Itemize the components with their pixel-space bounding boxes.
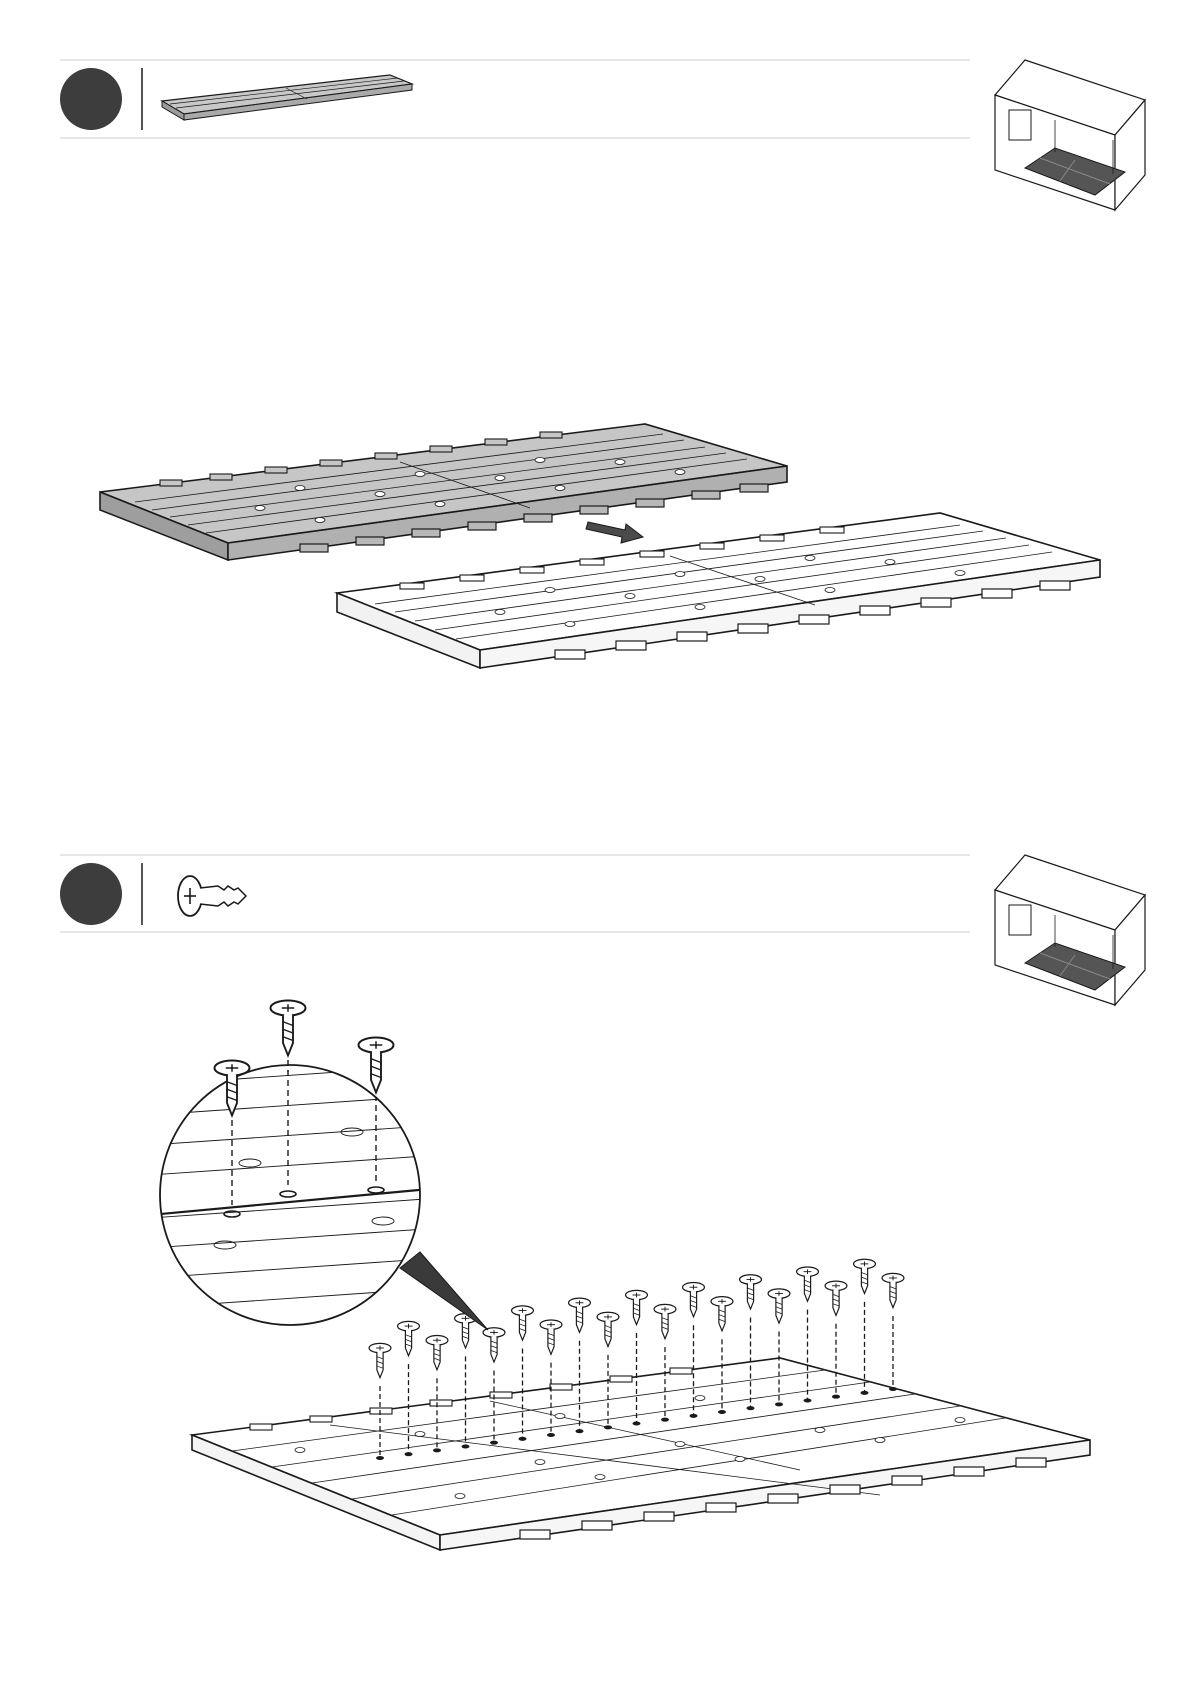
screw-icon xyxy=(483,1328,505,1362)
screw-icon xyxy=(768,1289,790,1323)
screw-icon xyxy=(271,1001,306,1056)
assembled-floor xyxy=(192,1358,1090,1550)
floor-panel-grey xyxy=(100,424,787,560)
step-1-number-circle xyxy=(60,68,122,130)
screw-icon xyxy=(359,1038,394,1093)
magnified-joint-detail xyxy=(150,1050,440,1325)
screw-icon xyxy=(178,876,246,916)
floor-panel-white xyxy=(337,513,1100,668)
screw-icon xyxy=(369,1343,391,1377)
screw-icon xyxy=(597,1312,619,1346)
shed-floor-overview-icon xyxy=(995,60,1145,210)
screw-icon xyxy=(854,1259,876,1293)
screw-icon xyxy=(626,1290,648,1324)
step-2-number-circle xyxy=(60,863,122,925)
floor-panel-icon xyxy=(162,75,412,120)
screw-icon xyxy=(398,1321,420,1355)
screw-icon xyxy=(711,1297,733,1331)
screw-icon xyxy=(512,1306,534,1340)
screw-icon xyxy=(654,1304,676,1338)
screw-icon xyxy=(569,1298,591,1332)
step-2-header xyxy=(60,855,970,932)
shed-floor-overview-icon xyxy=(995,855,1145,1005)
screw-icon xyxy=(540,1320,562,1354)
step-1-header xyxy=(60,60,970,138)
screw-icon xyxy=(683,1283,705,1317)
screw-icon xyxy=(882,1273,904,1307)
screw-icon xyxy=(740,1275,762,1309)
screw-icon xyxy=(825,1281,847,1315)
screw-icon xyxy=(426,1336,448,1370)
slide-panels-together-arrow xyxy=(586,522,643,543)
screw-icon xyxy=(797,1267,819,1301)
detail-pointer xyxy=(400,1252,488,1330)
